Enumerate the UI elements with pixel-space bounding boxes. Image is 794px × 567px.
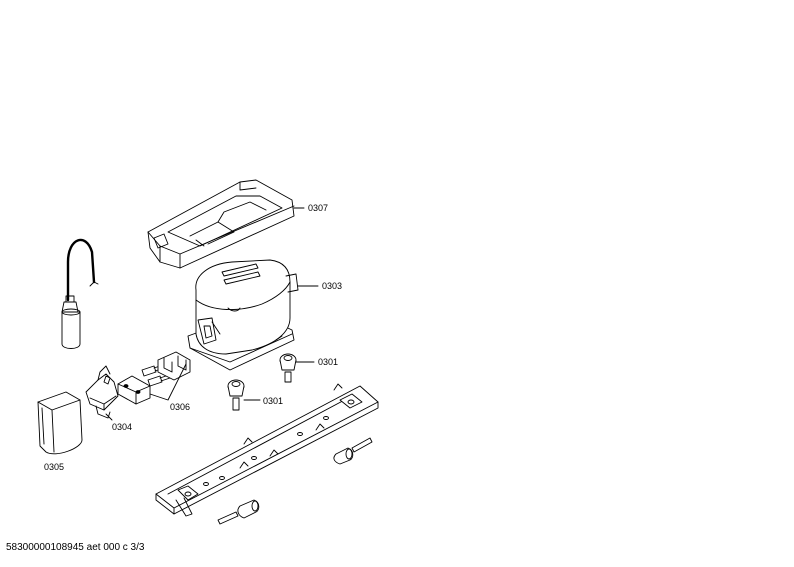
rail-sleeve-left: [217, 499, 260, 525]
mounting-rail: [155, 383, 379, 517]
label-0301-upper: 0301: [318, 357, 339, 367]
clamp-and-screws: [117, 351, 191, 405]
label-0305: 0305: [44, 462, 65, 472]
rail-sleeve-right: [333, 437, 373, 465]
relay-cover: [37, 391, 83, 455]
label-0307: 0307: [308, 203, 329, 213]
label-0304: 0304: [112, 422, 133, 432]
starter-relay: [85, 365, 119, 419]
label-0306: 0306: [170, 402, 191, 412]
document-footer: 58300000108945 aet 000 c 3/3: [6, 542, 145, 553]
leader-0306: [149, 363, 187, 401]
label-0303: 0303: [322, 281, 343, 291]
grommet-2: [227, 379, 245, 411]
drip-tray: [147, 179, 295, 269]
compressor: [187, 259, 299, 371]
start-capacitor: [61, 238, 99, 349]
grommet-1: [279, 353, 297, 383]
leader-0304: [105, 413, 113, 421]
label-0301-lower: 0301: [263, 396, 284, 406]
